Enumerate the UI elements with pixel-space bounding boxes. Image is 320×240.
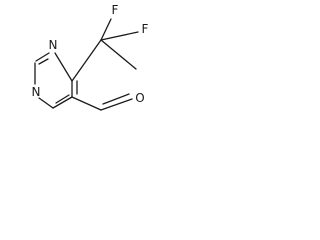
bond-n3-c2 xyxy=(35,52,50,62)
atom-f-right: F xyxy=(142,22,149,36)
bond-c4-n3 xyxy=(54,52,73,82)
bond-cf2-f-top xyxy=(100,18,112,41)
bond-n1-c6 xyxy=(38,97,54,109)
structure-diagram: N N F F O xyxy=(32,3,149,111)
bond-c4-cf2 xyxy=(71,39,102,82)
bond-cf2-f-right xyxy=(100,31,139,41)
atom-n-top: N xyxy=(49,38,58,52)
bond-cho-o xyxy=(100,98,133,111)
bond-c6-c5 xyxy=(52,96,73,109)
atom-n-left: N xyxy=(32,85,41,99)
bond-cho-o-double xyxy=(102,93,130,105)
atom-o-aldehyde: O xyxy=(135,91,144,105)
atom-f-top: F xyxy=(112,3,119,17)
bond-n3-c2-double xyxy=(38,58,49,65)
bond-cf2-methyl xyxy=(100,39,137,70)
bond-c6-c5-double xyxy=(55,94,70,104)
bond-c5-cho xyxy=(71,96,102,111)
